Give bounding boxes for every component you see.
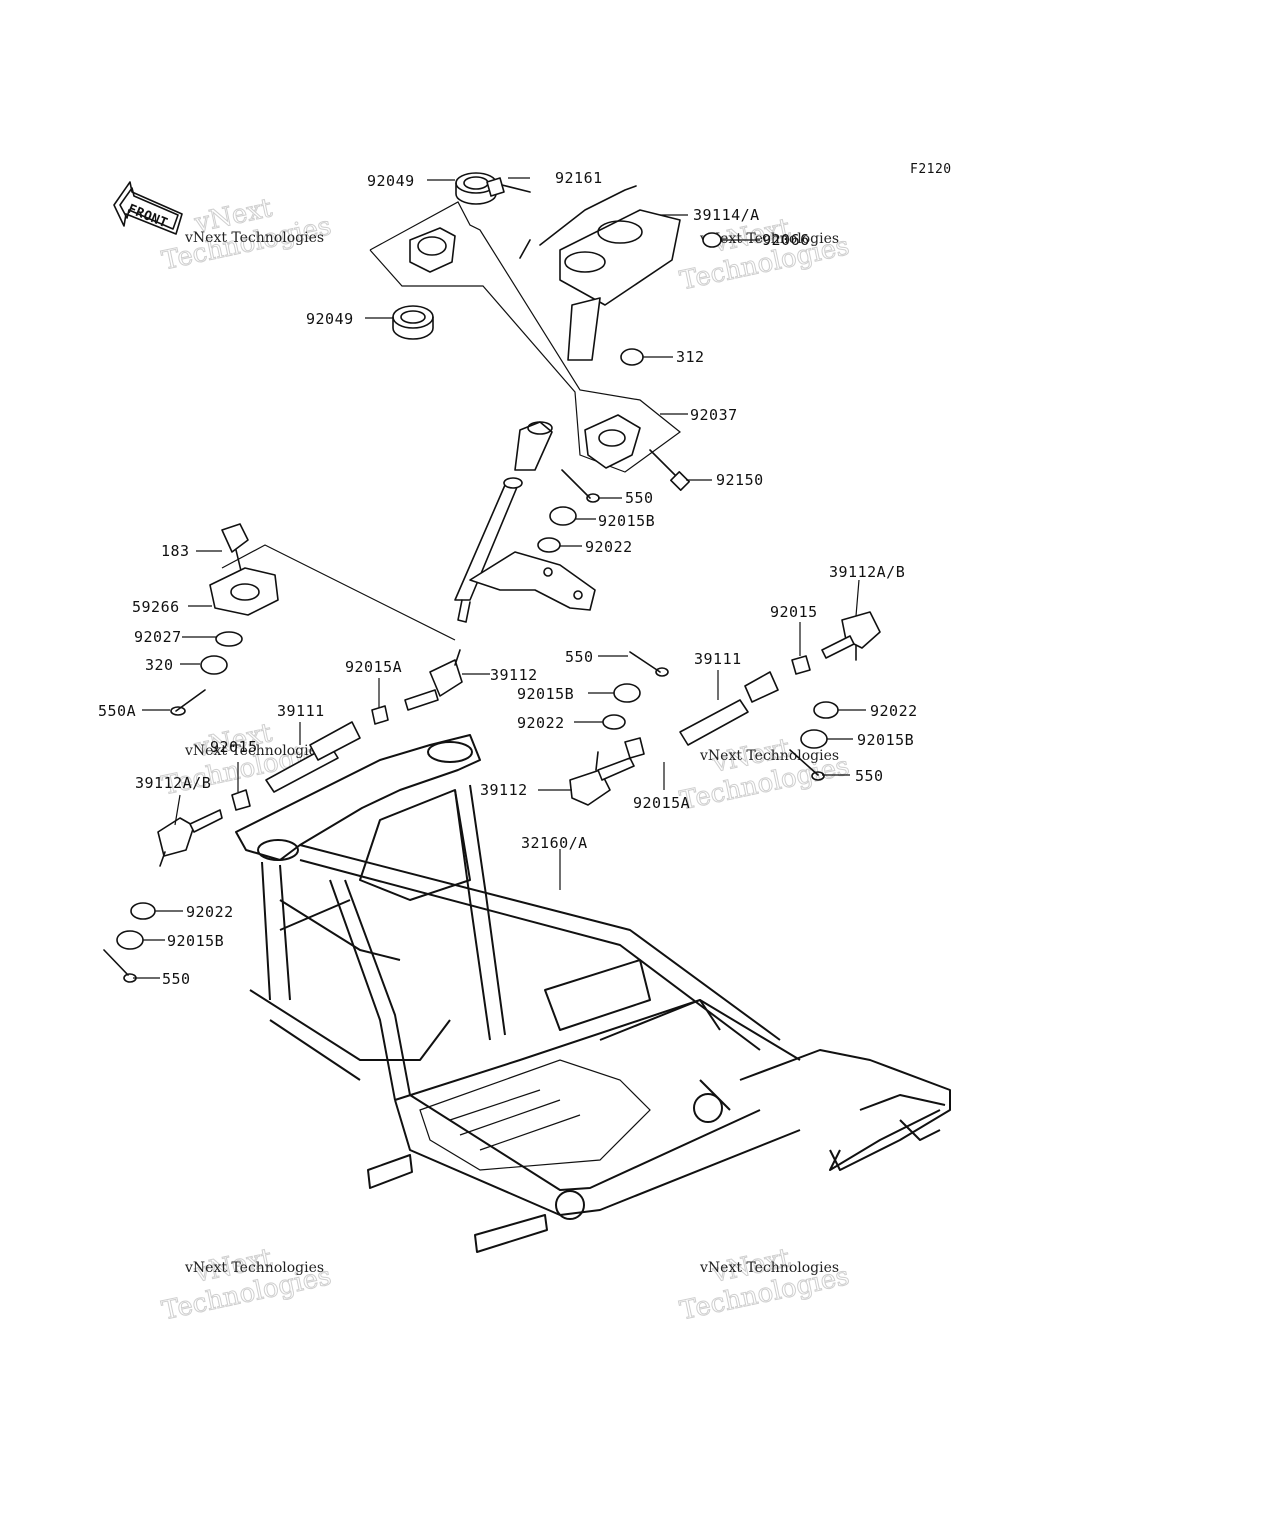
label-92150: 92150 xyxy=(716,471,764,489)
nut-92015-a xyxy=(231,789,251,811)
label-39114-A: 39114/A xyxy=(693,206,760,224)
tie-rod-end-39112AB-a xyxy=(157,809,223,867)
diagram-code: F2120 xyxy=(910,162,952,177)
watermark-text: vNext Technologies xyxy=(184,743,324,759)
label-92049: 92049 xyxy=(367,172,415,190)
washer-92022-d xyxy=(130,902,156,920)
washer-92022-c xyxy=(813,701,839,719)
label-312: 312 xyxy=(676,348,705,366)
label-92015B: 92015B xyxy=(517,685,574,703)
tie-rod-39111-a xyxy=(265,721,361,793)
label-550: 550 xyxy=(625,489,654,507)
label-39111: 39111 xyxy=(277,702,325,720)
nut-92015B-b xyxy=(613,683,641,703)
watermark: vNext Technologies xyxy=(677,1243,853,1327)
label-39112: 39112 xyxy=(480,781,528,799)
cotter-pin-550-d xyxy=(103,949,137,983)
part-labels: 92049 92161 39114/A 92066 92049 312 9203… xyxy=(98,169,918,988)
tie-rod-left xyxy=(157,649,463,867)
leader-lines xyxy=(133,177,866,979)
label-550: 550 xyxy=(162,970,191,988)
label-32160-A: 32160/A xyxy=(521,834,588,852)
label-550: 550 xyxy=(855,767,884,785)
cotter-pin-550A xyxy=(170,689,206,716)
shaft-clamp-lower xyxy=(584,414,641,469)
bolt-183 xyxy=(221,523,249,576)
nut-92015B-d xyxy=(116,930,144,950)
label-92022: 92022 xyxy=(186,903,234,921)
tie-rod-end-39112-b xyxy=(569,751,635,806)
steering-shaft-group xyxy=(369,172,722,623)
bushing-92027 xyxy=(215,631,243,647)
nut-320 xyxy=(200,655,228,675)
label-92049: 92049 xyxy=(306,310,354,328)
bolt-92161 xyxy=(486,177,531,197)
watermark-text: vNext Technologies xyxy=(184,1260,324,1276)
watermark-text: vNext Technologies xyxy=(699,231,839,247)
bearing-housing-group xyxy=(170,523,456,716)
label-39111: 39111 xyxy=(694,650,742,668)
nut-92015-b xyxy=(791,655,811,675)
label-92022: 92022 xyxy=(870,702,918,720)
bushing-92049-lower xyxy=(392,305,434,340)
label-92022: 92022 xyxy=(517,714,565,732)
bearing-housing-59266 xyxy=(209,567,279,616)
label-320: 320 xyxy=(145,656,174,674)
label-92015A: 92015A xyxy=(633,794,690,812)
cotter-pin-550-b xyxy=(629,651,669,677)
label-92015A: 92015A xyxy=(345,658,402,676)
cap-92066 xyxy=(702,232,722,248)
shaft-clamp-upper xyxy=(409,227,456,273)
front-arrow-icon: FRONT xyxy=(113,181,183,235)
cotter-pin-550-c xyxy=(789,749,825,781)
washer-92022 xyxy=(537,537,561,553)
tie-rod-39111-b xyxy=(679,671,779,746)
label-39112: 39112 xyxy=(490,666,538,684)
label-92015B: 92015B xyxy=(167,932,224,950)
watermark-text: vNext Technologies xyxy=(699,1260,839,1276)
watermark-text: vNext Technologies xyxy=(184,230,324,246)
label-39112A-B: 39112A/B xyxy=(135,774,211,792)
label-92015B: 92015B xyxy=(598,512,655,530)
label-92161: 92161 xyxy=(555,169,603,187)
watermark: vNext Technologies xyxy=(159,1243,335,1327)
cotter-pin-550 xyxy=(561,469,600,503)
label-550A: 550A xyxy=(98,702,136,720)
label-183: 183 xyxy=(161,542,190,560)
nut-92015A-b xyxy=(624,737,645,759)
handlebar-holder xyxy=(559,209,681,361)
frame-32160 xyxy=(235,734,951,1253)
tie-rod-end-39112-a xyxy=(404,649,463,711)
washer-92022-b xyxy=(602,714,626,730)
label-92015: 92015 xyxy=(210,738,258,756)
label-92022: 92022 xyxy=(585,538,633,556)
watermark-text: vNext Technologies xyxy=(699,748,839,764)
nut-312 xyxy=(620,348,644,366)
label-92066: 92066 xyxy=(762,231,810,249)
label-39112A-B: 39112A/B xyxy=(829,563,905,581)
nut-92015B xyxy=(549,506,577,526)
label-92027: 92027 xyxy=(134,628,182,646)
label-59266: 59266 xyxy=(132,598,180,616)
label-550: 550 xyxy=(565,648,594,666)
lower-left-hardware xyxy=(103,902,156,983)
label-92015: 92015 xyxy=(770,603,818,621)
label-92015B: 92015B xyxy=(857,731,914,749)
label-92037: 92037 xyxy=(690,406,738,424)
steering-shaft xyxy=(454,421,596,623)
nut-92015A-a xyxy=(371,705,389,725)
bolt-92150 xyxy=(649,449,690,491)
nut-92015B-c xyxy=(800,729,828,749)
tie-rod-end-39112AB-b xyxy=(821,611,881,661)
